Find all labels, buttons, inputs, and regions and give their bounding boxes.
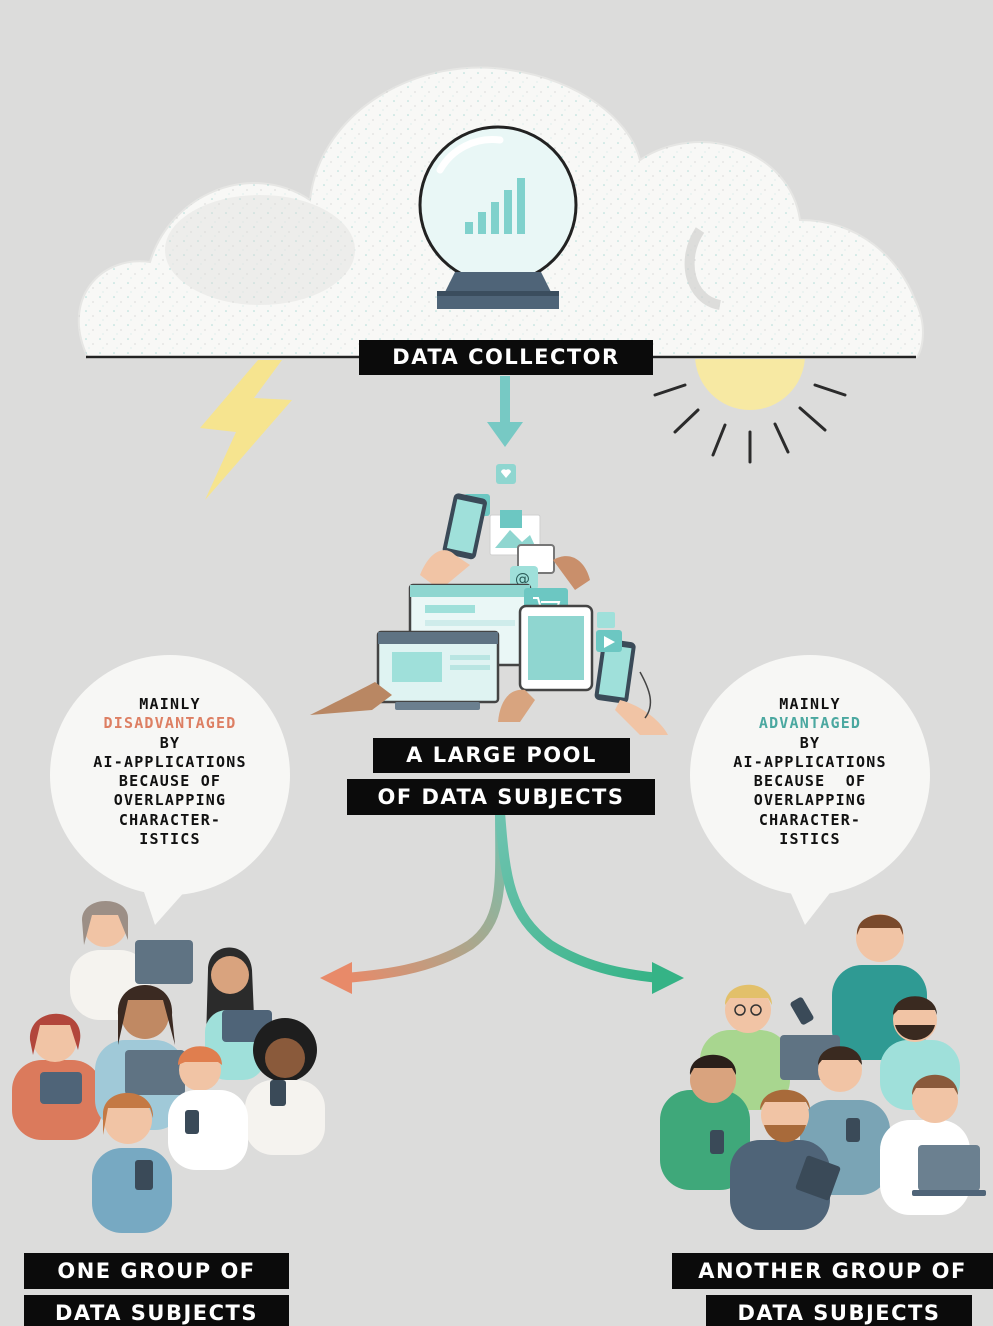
bubble-left-line: BECAUSE OF <box>118 772 222 791</box>
speech-bubble-left <box>50 655 290 925</box>
arrow-down-icon <box>487 376 523 447</box>
bubble-right-line: AI-APPLICATIONS <box>733 752 887 771</box>
group-two-label-line1: ANOTHER GROUP OF <box>672 1253 993 1289</box>
bubble-right-line: BECAUSE OF <box>753 772 867 791</box>
crystal-ball-icon <box>418 125 578 309</box>
bubble-left-line: ISTICS <box>139 830 201 849</box>
split-arrows <box>320 811 684 994</box>
bubble-right-line: BY <box>799 733 821 752</box>
bubble-left-line: CHARACTER- <box>118 810 222 829</box>
speech-bubble-right <box>690 655 930 925</box>
group-one-label-line2: DATA SUBJECTS <box>24 1295 289 1326</box>
lightning-icon <box>200 360 292 500</box>
bubble-right-line: MAINLY <box>779 695 841 713</box>
bubble-text-right: MAINLY ADVANTAGED BY AI-APPLICATIONS BEC… <box>700 695 920 849</box>
devices-illustration: @ <box>310 464 668 735</box>
bubble-left-line: MAINLY <box>139 695 201 713</box>
bubble-text-left: MAINLY DISADVANTAGED BY AI-APPLICATIONS … <box>60 695 280 849</box>
people-group-left <box>12 900 325 1233</box>
bubble-left-line: BY <box>159 733 181 752</box>
bubble-right-highlight: ADVANTAGED <box>758 714 862 733</box>
bubble-right-line: OVERLAPPING <box>753 791 867 810</box>
bubble-left-line: AI-APPLICATIONS <box>93 752 247 771</box>
bubble-left-line: OVERLAPPING <box>113 791 227 810</box>
data-collector-label: DATA COLLECTOR <box>359 340 653 375</box>
group-one-label-line1: ONE GROUP OF <box>24 1253 289 1289</box>
pool-label-line1: A LARGE POOL <box>373 738 630 773</box>
bubble-left-highlight: DISADVANTAGED <box>103 714 237 733</box>
svg-text:@: @ <box>515 570 530 588</box>
bubble-right-line: CHARACTER- <box>758 810 862 829</box>
bubble-right-line: ISTICS <box>779 830 841 849</box>
pool-label-line2: OF DATA SUBJECTS <box>347 779 655 815</box>
group-two-label-line2: DATA SUBJECTS <box>706 1295 972 1326</box>
people-group-right <box>660 914 986 1230</box>
